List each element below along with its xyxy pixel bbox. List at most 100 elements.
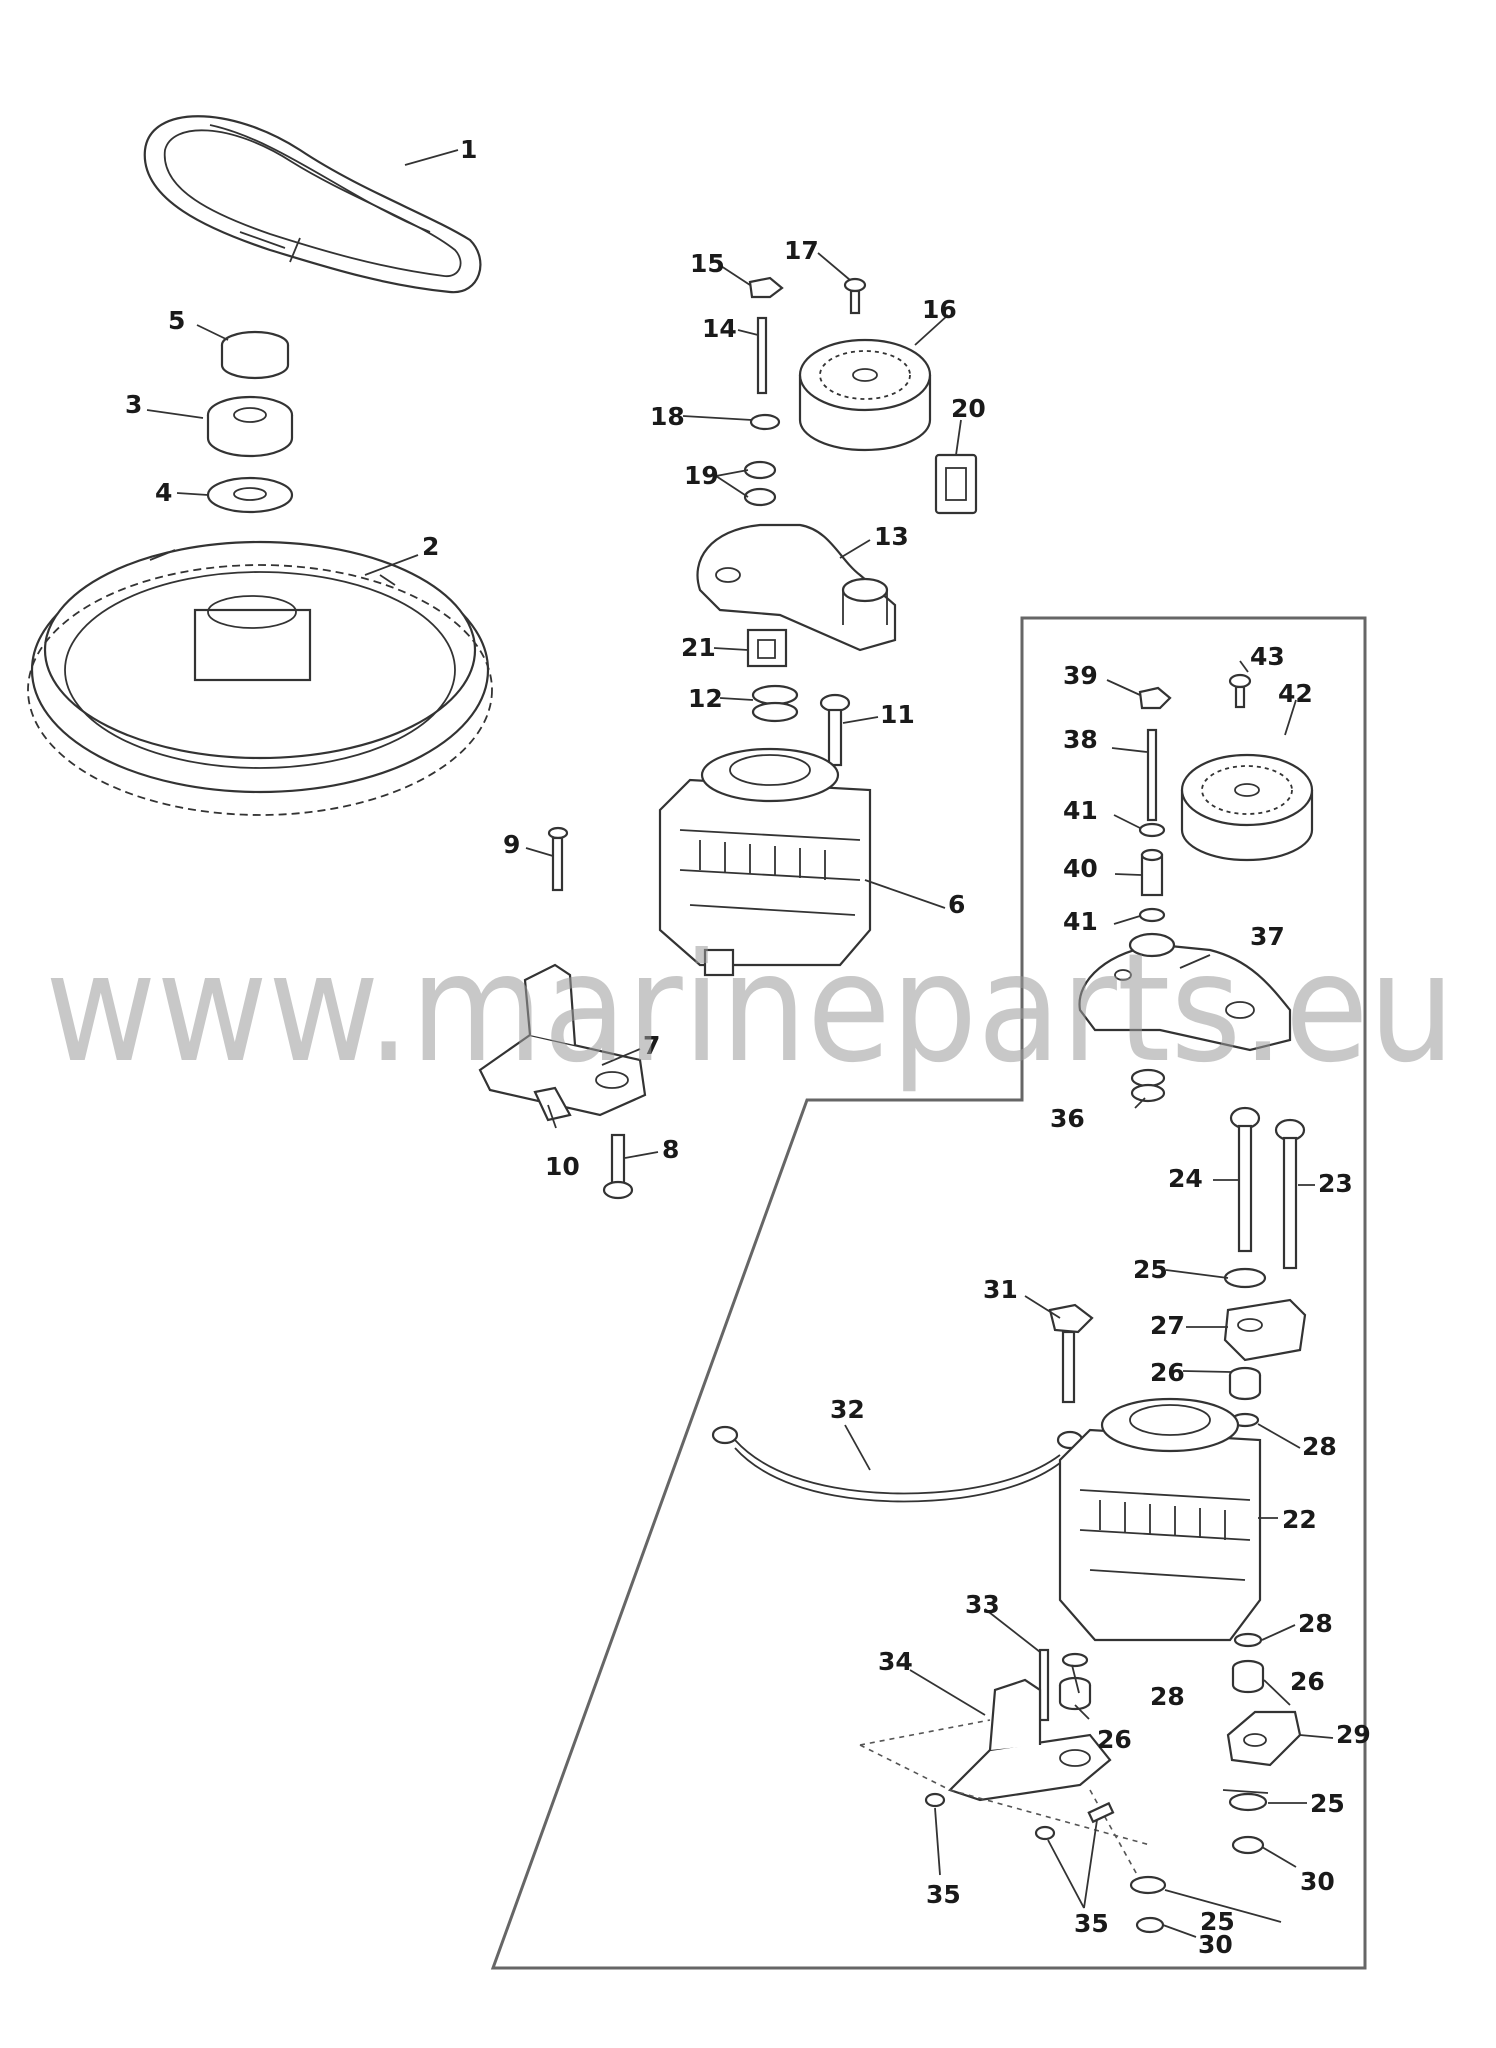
label-15: 15	[690, 249, 725, 278]
bolt-11	[819, 693, 851, 767]
label-35a: 35	[926, 1880, 961, 1909]
label-28b: 28	[1298, 1609, 1333, 1638]
bolt-24	[1229, 1106, 1261, 1253]
label-42: 42	[1278, 679, 1313, 708]
label-34: 34	[878, 1647, 913, 1676]
label-36: 36	[1050, 1104, 1085, 1133]
label-12: 12	[688, 684, 723, 713]
spacer-40	[1140, 848, 1164, 897]
label-35b: 35	[1074, 1909, 1109, 1938]
label-41a: 41	[1063, 796, 1098, 825]
spacer-block-27	[1223, 1298, 1307, 1362]
label-10: 10	[545, 1152, 580, 1181]
label-21: 21	[681, 633, 716, 662]
label-40: 40	[1063, 854, 1098, 883]
spacer-36	[1130, 1068, 1166, 1103]
label-2: 2	[422, 532, 439, 561]
label-28a: 28	[1302, 1432, 1337, 1461]
alternator-main	[658, 747, 872, 977]
bolt-23	[1274, 1118, 1306, 1270]
washers-19	[743, 460, 777, 507]
label-22: 22	[1282, 1505, 1317, 1534]
label-41b: 41	[1063, 907, 1098, 936]
label-28c: 28	[1150, 1682, 1185, 1711]
label-7: 7	[643, 1031, 660, 1060]
label-31: 31	[983, 1275, 1018, 1304]
label-11: 11	[880, 700, 915, 729]
label-29: 29	[1336, 1720, 1371, 1749]
screw-17	[843, 277, 867, 315]
nut-30a	[1231, 1835, 1265, 1855]
bushing-26a	[1228, 1366, 1262, 1401]
label-8: 8	[662, 1135, 679, 1164]
washer-25a	[1223, 1267, 1267, 1289]
kit-boundary-line	[490, 616, 1367, 1970]
label-6: 6	[948, 890, 965, 919]
flywheel-washer	[206, 476, 294, 514]
washer-25b	[1228, 1792, 1268, 1812]
label-32: 32	[830, 1395, 865, 1424]
bushing-26b	[1231, 1659, 1265, 1694]
label-30b: 30	[1198, 1930, 1233, 1959]
bolt-10	[533, 1086, 572, 1122]
kit-bracket	[1078, 932, 1292, 1052]
cap-20	[934, 453, 978, 515]
label-25c: 25	[1200, 1907, 1235, 1936]
label-26c: 26	[1097, 1725, 1132, 1754]
label-37: 37	[1250, 922, 1285, 951]
label-20: 20	[951, 394, 986, 423]
bushing-26c	[1058, 1676, 1092, 1711]
label-1: 1	[460, 135, 477, 164]
washer-28b	[1233, 1632, 1263, 1648]
nut-21	[746, 628, 788, 668]
watermark-text: www.marineparts.eu	[45, 922, 1455, 1096]
label-13: 13	[874, 522, 909, 551]
alternator-kit	[1058, 1397, 1262, 1642]
screw-43	[1228, 673, 1252, 709]
label-39: 39	[1063, 661, 1098, 690]
bolt-35b	[1034, 1825, 1056, 1841]
label-14: 14	[702, 314, 737, 343]
label-4: 4	[155, 478, 172, 507]
label-25b: 25	[1310, 1789, 1345, 1818]
bolt-35c	[1087, 1801, 1115, 1824]
nut-39	[1138, 686, 1172, 710]
mount-bracket-34	[947, 1678, 1112, 1802]
bolt-9	[547, 826, 569, 892]
leader-lines	[146, 149, 1334, 1938]
label-3: 3	[125, 390, 142, 419]
mount-bracket	[478, 963, 647, 1117]
stud-38	[1146, 728, 1158, 822]
nut-15	[748, 276, 784, 299]
drive-belt	[143, 115, 482, 294]
cable-32	[711, 1425, 1084, 1503]
label-30a: 30	[1300, 1867, 1335, 1896]
label-19: 19	[684, 461, 719, 490]
label-23: 23	[1318, 1169, 1353, 1198]
label-33: 33	[965, 1590, 1000, 1619]
label-38: 38	[1063, 725, 1098, 754]
washer-25c	[1129, 1875, 1167, 1895]
alternator-pulley	[798, 338, 932, 452]
bushing	[220, 330, 290, 380]
washer-18	[749, 413, 781, 431]
washer-41b	[1138, 907, 1166, 923]
bolt-31	[1048, 1303, 1094, 1404]
nut-30b	[1135, 1916, 1165, 1934]
label-16: 16	[922, 295, 957, 324]
label-25a: 25	[1133, 1255, 1168, 1284]
label-26b: 26	[1290, 1667, 1325, 1696]
bracket-29	[1226, 1710, 1302, 1767]
label-18: 18	[650, 402, 685, 431]
label-26a: 26	[1150, 1358, 1185, 1387]
label-24: 24	[1168, 1164, 1203, 1193]
label-27: 27	[1150, 1311, 1185, 1340]
washer-41a	[1138, 822, 1166, 838]
washer-28c	[1061, 1652, 1089, 1668]
install-line-c	[1089, 1789, 1141, 1881]
flywheel	[27, 540, 493, 816]
kit-pulley	[1180, 753, 1314, 862]
alternator-bracket	[696, 523, 897, 652]
bolt-8	[602, 1133, 634, 1200]
